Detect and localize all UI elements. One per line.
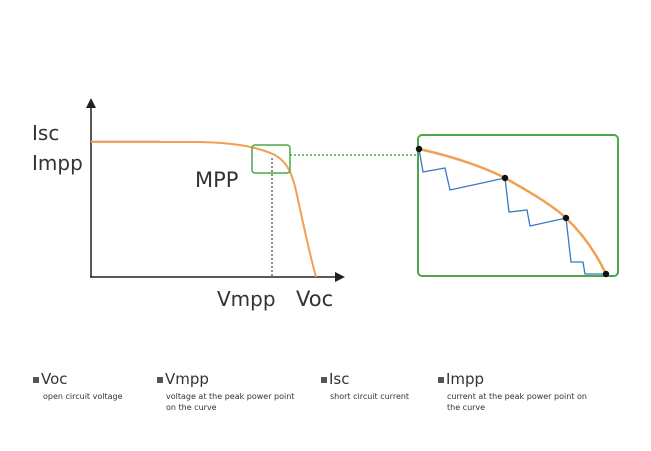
legend-desc: current at the peak power point on the c… — [447, 392, 587, 412]
iv-curve — [91, 141, 317, 278]
zoom-box — [417, 134, 619, 277]
bullet-square-icon — [157, 377, 163, 383]
bullet-square-icon — [438, 377, 444, 383]
legend-term-text: Impp — [446, 370, 485, 388]
legend-desc: short circuit current — [330, 392, 410, 401]
impp-label: Impp — [32, 151, 83, 175]
mppt-tracking-path — [418, 148, 606, 275]
legend-impp: Impp current at the peak power point on … — [438, 370, 587, 413]
zoom-curve — [418, 147, 608, 275]
vmpp-label: Vmpp — [217, 287, 276, 311]
legend-term: Impp — [438, 370, 587, 388]
legend-voc: Voc open circuit voltage — [33, 370, 193, 402]
tracking-point — [602, 270, 610, 278]
legend-term: Isc — [321, 370, 480, 388]
bullet-square-icon — [321, 377, 327, 383]
legend-isc: Isc short circuit current — [321, 370, 480, 402]
legend-vmpp: Vmpp voltage at the peak power point on … — [157, 370, 306, 413]
legend-desc: open circuit voltage — [43, 392, 123, 401]
isc-label: Isc — [32, 121, 59, 145]
legend-term-text: Vmpp — [165, 370, 209, 388]
mpp-highlight-box — [251, 144, 291, 174]
mpp-label: MPP — [195, 168, 238, 192]
voc-label: Voc — [296, 287, 333, 311]
tracking-point — [415, 145, 423, 153]
tracking-point — [501, 174, 509, 182]
legend-term-text: Voc — [41, 370, 68, 388]
legend-term-text: Isc — [329, 370, 350, 388]
legend-term: Vmpp — [157, 370, 306, 388]
legend-desc: voltage at the peak power point on the c… — [166, 392, 295, 412]
bullet-square-icon — [33, 377, 39, 383]
legend-term: Voc — [33, 370, 193, 388]
tracking-point — [562, 214, 570, 222]
